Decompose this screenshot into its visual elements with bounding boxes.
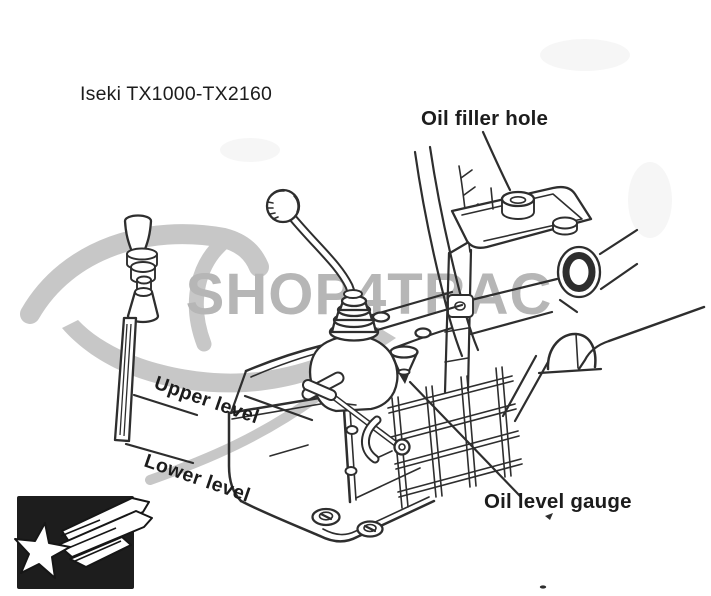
page-title: Iseki TX1000-TX2160	[80, 83, 272, 105]
gear-knob	[265, 188, 301, 224]
oil-level-gauge-tube	[389, 345, 522, 498]
level-leader-lines	[124, 393, 314, 465]
linkage-lever	[302, 379, 411, 464]
dipstick	[113, 214, 160, 443]
frame-grille	[387, 366, 523, 509]
dipstick-blade	[113, 316, 138, 443]
print-specks	[539, 513, 553, 589]
label-oil-level-gauge: Oil level gauge	[484, 490, 632, 513]
shift-tower-dome	[308, 334, 399, 413]
rubber-boot	[328, 289, 380, 342]
shooting-star-logo	[14, 496, 153, 589]
oil-filler-leader-line	[481, 130, 512, 192]
lower-housing	[227, 369, 436, 543]
fender-bracket	[501, 305, 706, 423]
star-icon	[14, 522, 71, 579]
drain-plug	[311, 507, 341, 527]
drain-plug	[356, 520, 384, 538]
oil-filler-hole-boss	[500, 190, 536, 208]
label-oil-filler-hole: Oil filler hole	[421, 107, 548, 130]
transmission-top-cover	[450, 130, 593, 249]
oil-level-gauge-leader-line	[408, 380, 522, 498]
